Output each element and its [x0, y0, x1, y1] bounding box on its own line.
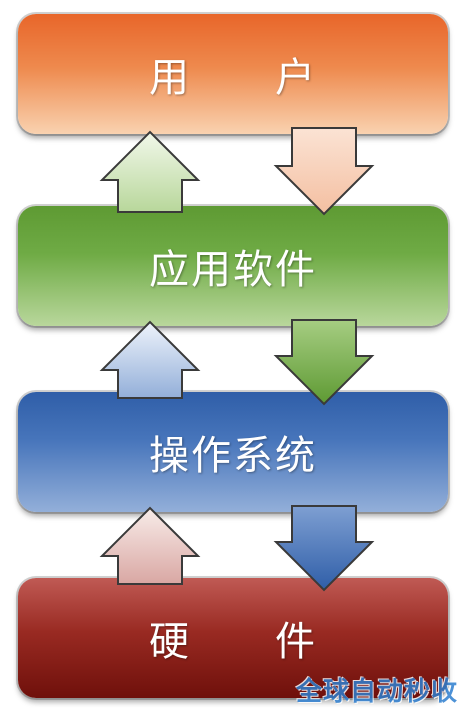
user-layer-box: 用 户: [18, 14, 448, 134]
hardware-layer-label: 硬 件: [149, 619, 317, 665]
application-software-layer-label: 应用软件: [149, 247, 317, 293]
arrow-up-app-to-user: [99, 130, 201, 213]
hardware-layer-box: 硬 件: [18, 578, 448, 698]
user-layer-label: 用 户: [149, 55, 317, 101]
arrow-up-os-to-app: [99, 320, 201, 399]
application-software-layer-box: 应用软件: [18, 206, 448, 326]
arrow-down-user-to-app: [273, 127, 375, 216]
arrow-up-hardware-to-os: [99, 506, 201, 585]
operating-system-layer-label: 操作系统: [149, 433, 317, 479]
operating-system-layer-box: 操作系统: [18, 392, 448, 512]
watermark-text: 全球自动秒收: [295, 677, 458, 707]
